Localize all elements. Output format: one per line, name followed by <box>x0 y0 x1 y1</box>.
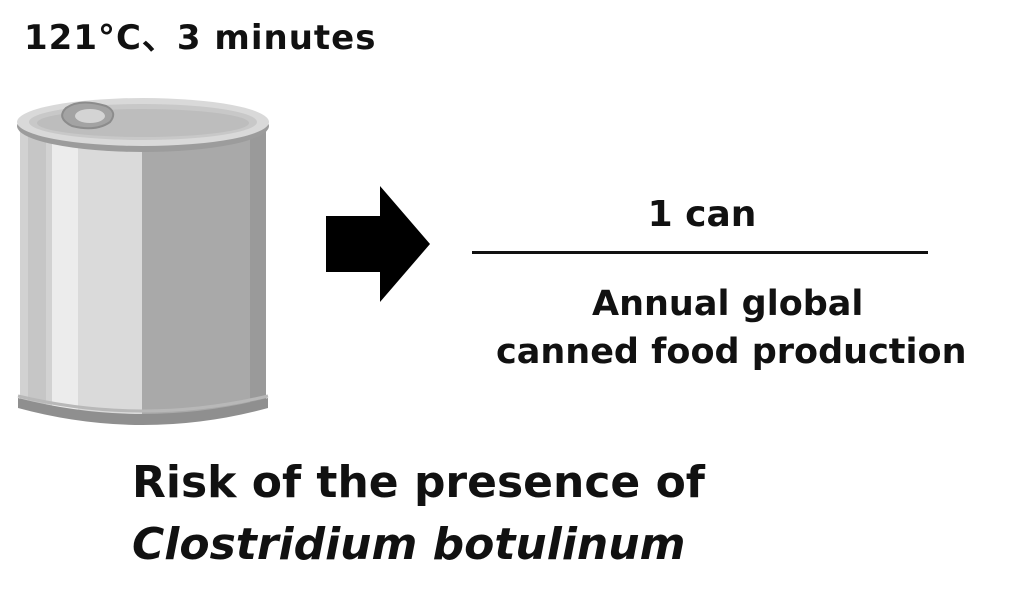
fraction-bar <box>472 251 928 254</box>
right-arrow-icon <box>326 186 430 302</box>
risk-statement: Risk of the presence of Clostridium botu… <box>132 452 705 576</box>
fraction-denominator: Annual global canned food production <box>474 280 1022 376</box>
organism-name: Clostridium botulinum <box>132 519 686 570</box>
fraction-numerator: 1 can <box>647 194 757 235</box>
risk-line: Risk of the presence of <box>132 457 705 508</box>
heating-condition: 121°C、3 minutes <box>24 18 377 58</box>
tin-can-icon <box>17 98 269 425</box>
denominator-line-2: canned food production <box>496 332 967 372</box>
denominator-line-1: Annual global <box>592 284 864 324</box>
